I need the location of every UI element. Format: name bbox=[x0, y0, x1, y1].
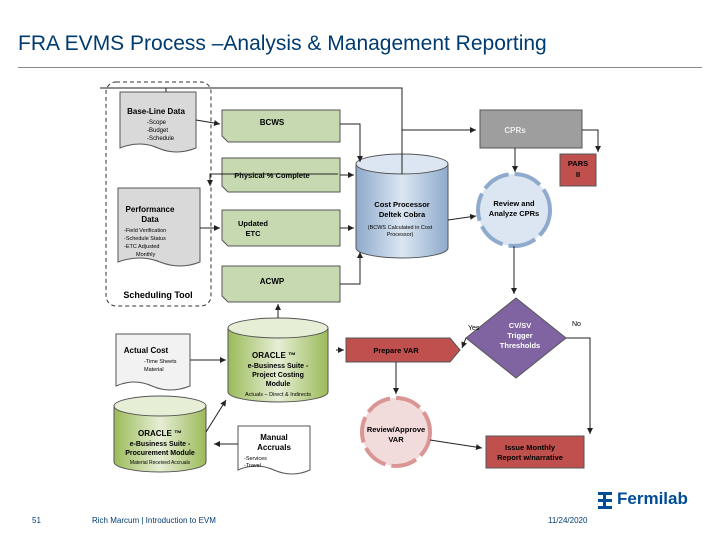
cvsv-label: CV/SV bbox=[509, 321, 532, 330]
review-analyze-label: Review and bbox=[493, 199, 535, 208]
cost-processor-label: Deltek Cobra bbox=[379, 210, 426, 219]
baseline-data-doc bbox=[119, 91, 197, 153]
performance-item: -Field Verification bbox=[124, 228, 166, 234]
oracle-pc-label: Project Costing bbox=[252, 372, 304, 379]
bcws-label: BCWS bbox=[260, 118, 285, 127]
actual-cost-title: Actual Cost bbox=[124, 346, 169, 355]
pars-box bbox=[559, 153, 597, 187]
cvsv-decision bbox=[465, 297, 567, 379]
performance-data-doc bbox=[117, 187, 201, 267]
cprs-box bbox=[479, 109, 583, 149]
oracle-proc-label: e-Business Suite - bbox=[130, 441, 191, 448]
baseline-item: -Schedule bbox=[147, 136, 175, 142]
date-label: 11/24/2020 bbox=[548, 516, 588, 525]
yes-label: Yes bbox=[468, 325, 480, 332]
oracle-pc-label: ORACLE ™ bbox=[252, 351, 296, 360]
manual-accruals-doc bbox=[237, 425, 311, 475]
pars-label: II bbox=[576, 170, 580, 179]
cvsv-label: Thresholds bbox=[500, 341, 540, 350]
presenter-label: Rich Marcum | Introduction to EVM bbox=[92, 516, 216, 525]
cost-processor-note: Processor) bbox=[387, 232, 414, 238]
oracle-pc-note: Actuals – Direct & Indirects bbox=[245, 392, 311, 398]
physical-complete-label: Physical % Complete bbox=[234, 171, 309, 180]
scheduling-tool-label: Scheduling Tool bbox=[123, 290, 192, 300]
acwp-label: ACWP bbox=[260, 277, 285, 286]
manual-accruals-item: -Travel bbox=[244, 463, 261, 469]
scheduling-tool-region bbox=[105, 81, 212, 307]
review-analyze-label: Analyze CPRs bbox=[489, 209, 539, 218]
connectors bbox=[100, 87, 601, 451]
oracle-pc-label: e-Business Suite - bbox=[248, 363, 309, 370]
title-divider bbox=[18, 67, 702, 68]
slide-title: FRA EVMS Process –Analysis & Management … bbox=[18, 32, 547, 55]
prepare-var-label: Prepare VAR bbox=[373, 346, 419, 355]
cvsv-label: Trigger bbox=[507, 331, 533, 340]
issue-report-label: Issue Monthly bbox=[505, 443, 556, 452]
cprs-label: CPRs bbox=[504, 126, 526, 135]
fermilab-logo-icon bbox=[598, 492, 612, 509]
updated-etc-label: Updated bbox=[238, 219, 268, 228]
oracle-project-costing-cylinder bbox=[227, 328, 329, 403]
no-label: No bbox=[572, 321, 581, 328]
review-approve-cycle bbox=[360, 396, 432, 468]
manual-accruals-title: Accruals bbox=[257, 443, 291, 452]
fermilab-logo-text: Fermilab bbox=[617, 489, 688, 508]
performance-item: -Schedule Status bbox=[124, 236, 166, 242]
actual-cost-item: Material bbox=[144, 367, 164, 373]
oracle-proc-label: ORACLE ™ bbox=[138, 429, 182, 438]
issue-report-box bbox=[485, 435, 585, 469]
review-approve-label: Review/Approve bbox=[367, 425, 425, 434]
cost-processor-label: Cost Processor bbox=[374, 200, 430, 209]
pars-label: PARS bbox=[568, 159, 588, 168]
updated-etc-label: ETC bbox=[246, 229, 262, 238]
baseline-item: -Budget bbox=[147, 128, 168, 134]
bcws-box bbox=[221, 109, 341, 143]
baseline-item: -Scope bbox=[147, 120, 167, 126]
manual-accruals-item: -Services bbox=[244, 456, 267, 462]
acwp-box bbox=[221, 265, 341, 303]
manual-accruals-title: Manual bbox=[260, 433, 288, 442]
updated-etc-box bbox=[221, 209, 341, 247]
performance-title: Performance bbox=[126, 205, 175, 214]
prepare-var-box bbox=[345, 337, 461, 363]
physical-complete-box bbox=[221, 157, 341, 193]
oracle-pc-label: Module bbox=[266, 381, 291, 388]
oracle-proc-note: Material Received Accruals bbox=[130, 460, 191, 466]
page-number: 51 bbox=[32, 516, 41, 525]
baseline-title: Base-Line Data bbox=[127, 107, 185, 116]
actual-cost-item: -Time Sheets bbox=[144, 359, 177, 365]
performance-item: -ETC Adjusted bbox=[124, 244, 159, 250]
oracle-procurement-cylinder bbox=[113, 406, 207, 473]
performance-item: Monthly bbox=[136, 252, 156, 258]
actual-cost-doc bbox=[115, 333, 191, 391]
performance-title: Data bbox=[141, 215, 159, 224]
cost-processor-cylinder bbox=[355, 164, 449, 259]
issue-report-label: Report w/narrative bbox=[497, 453, 563, 462]
oracle-proc-label: Procurement Module bbox=[125, 450, 195, 457]
review-approve-label: VAR bbox=[388, 435, 404, 444]
cost-processor-note: (BCWS Calculated in Cost bbox=[368, 225, 433, 231]
